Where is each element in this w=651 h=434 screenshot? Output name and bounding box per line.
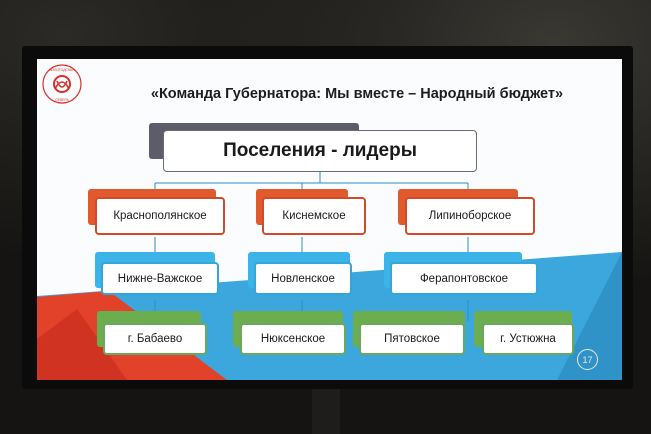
level2-node: Нижне-Важское bbox=[101, 262, 219, 295]
level1-node: Киснемское bbox=[262, 197, 366, 235]
level3-node: г. Устюжна bbox=[482, 323, 574, 355]
root-node: Поселения - лидеры bbox=[163, 130, 477, 172]
level3-node: г. Бабаево bbox=[103, 323, 207, 355]
level3-node: Пятовское bbox=[359, 323, 465, 355]
level2-node: Новленское bbox=[254, 262, 352, 295]
region-logo: ВОЛОГОДСКАЯ СЕВЕРА bbox=[42, 64, 82, 104]
level3-node: Нюксенское bbox=[240, 323, 346, 355]
tv-stand bbox=[312, 389, 340, 434]
level1-node: Липиноборское bbox=[405, 197, 535, 235]
slide-title: «Команда Губернатора: Мы вместе – Народн… bbox=[150, 86, 564, 102]
svg-text:ВОЛОГОДСКАЯ: ВОЛОГОДСКАЯ bbox=[49, 68, 75, 72]
page-number: 17 bbox=[577, 349, 598, 370]
level2-node: Ферапонтовское bbox=[390, 262, 538, 295]
svg-text:СЕВЕРА: СЕВЕРА bbox=[55, 98, 69, 102]
presentation-slide: ВОЛОГОДСКАЯ СЕВЕРА «Команда Губернатора:… bbox=[37, 59, 622, 380]
level1-node: Краснополянское bbox=[95, 197, 225, 235]
